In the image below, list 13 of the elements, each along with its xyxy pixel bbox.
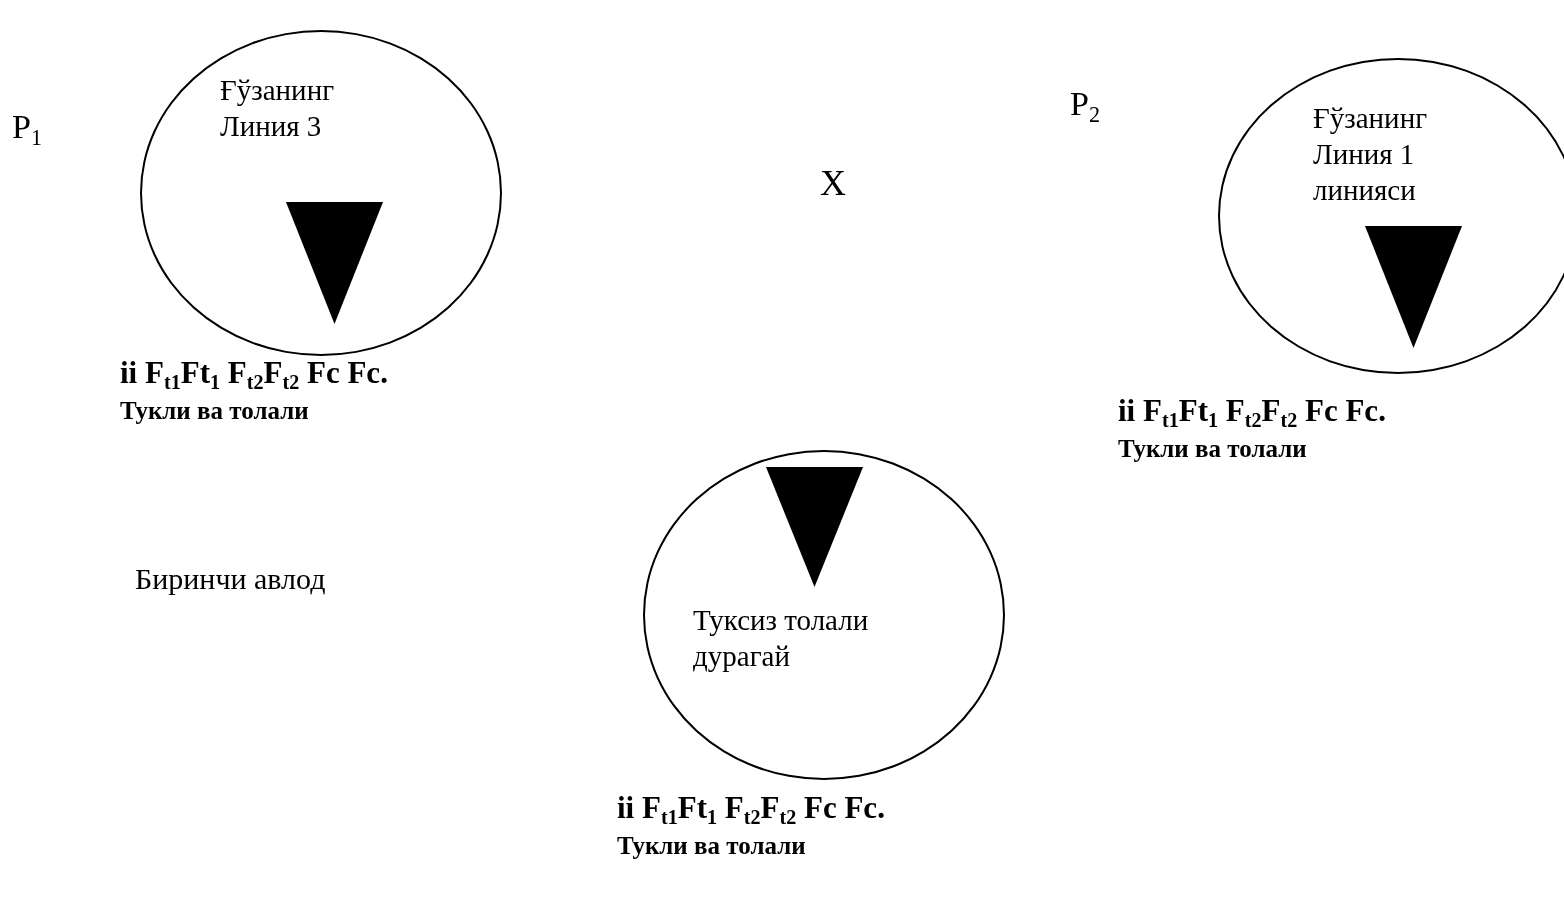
genotype-text: ii F$_{t1}$Ft$_{1}$ F$_{t2}$F$_{t2}$ Fc Fc.	[1118, 393, 1386, 433]
generation-label: P$_{2}$	[1070, 85, 1100, 128]
cross-sign: X	[820, 162, 846, 204]
node-text: Ғўзанинг Линия 3	[220, 73, 336, 144]
generation-label: P$_{1}$	[12, 108, 42, 151]
caption-text: Тукли ва толали	[1118, 435, 1307, 463]
generation-label: Биринчи авлод	[135, 562, 326, 596]
node-text: Ғўзанинг Линия 1 линияси	[1313, 101, 1429, 208]
genotype-text: ii F$_{t1}$Ft$_{1}$ F$_{t2}$F$_{t2}$ Fc Fc.	[617, 790, 885, 830]
genotype-text: ii F$_{t1}$Ft$_{1}$ F$_{t2}$F$_{t2}$ Fc Fc.	[120, 355, 388, 395]
caption-text: Тукли ва толали	[617, 832, 806, 860]
caption-text: Тукли ва толали	[120, 397, 309, 425]
node-text: Туксиз толали дурагай	[693, 603, 870, 674]
